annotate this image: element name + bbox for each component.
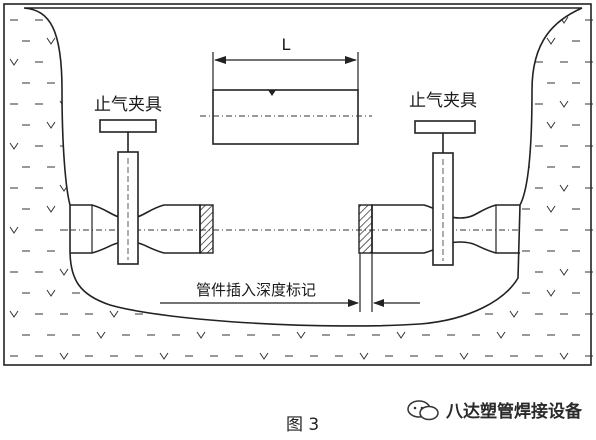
right-fitting-hatch [358,204,373,254]
soil-mark [359,352,369,360]
soil-mark [546,37,556,45]
soil-mark [59,352,69,360]
soil-mark [9,226,19,234]
pipe-clamp-diagram: L 止气夹具 止气夹具 管件插入深度标记 [3,3,593,366]
clamp-left-label: 止气夹具 [94,95,162,115]
insertion-depth-mark [160,253,420,312]
right-clamp [414,120,476,266]
soil-mark [559,352,569,360]
clamp-right-label: 止气夹具 [409,91,477,111]
soil-mark [96,331,106,339]
soil-mark [9,310,19,318]
watermark-text: 八达塑管焊接设备 [446,402,582,422]
dimension-label: L [282,35,291,54]
wechat-logo-icon [407,399,439,420]
left-fitting-hatch [199,204,214,254]
soil-mark [296,331,306,339]
outer-frame [3,3,592,366]
soil-mark [509,310,519,318]
soil-mark [546,121,556,129]
soil-mark [546,205,556,213]
soil-mark [9,142,19,150]
figure-caption: 图 3 [286,415,320,435]
soil-mark [46,37,56,45]
soil-mark [196,331,206,339]
insertion-mark-label: 管件插入深度标记 [196,281,316,299]
soil-mark [559,268,569,276]
soil-mark [109,310,119,318]
soil-mark [546,289,556,297]
soil-mark [46,205,56,213]
soil-mark [259,352,269,360]
soil-mark [9,58,19,66]
trench-outline [23,7,583,327]
left-clamp [99,119,157,265]
soil-mark [559,100,569,108]
soil-mark [496,331,506,339]
soil-mark [459,352,469,360]
soil-mark [159,352,169,360]
soil-mark [59,268,69,276]
soil-mark [559,184,569,192]
fitting-reference [200,52,372,145]
soil-mark [46,289,56,297]
soil-mark [396,331,406,339]
soil-mark [46,121,56,129]
watermark: 八达塑管焊接设备 [406,397,582,422]
